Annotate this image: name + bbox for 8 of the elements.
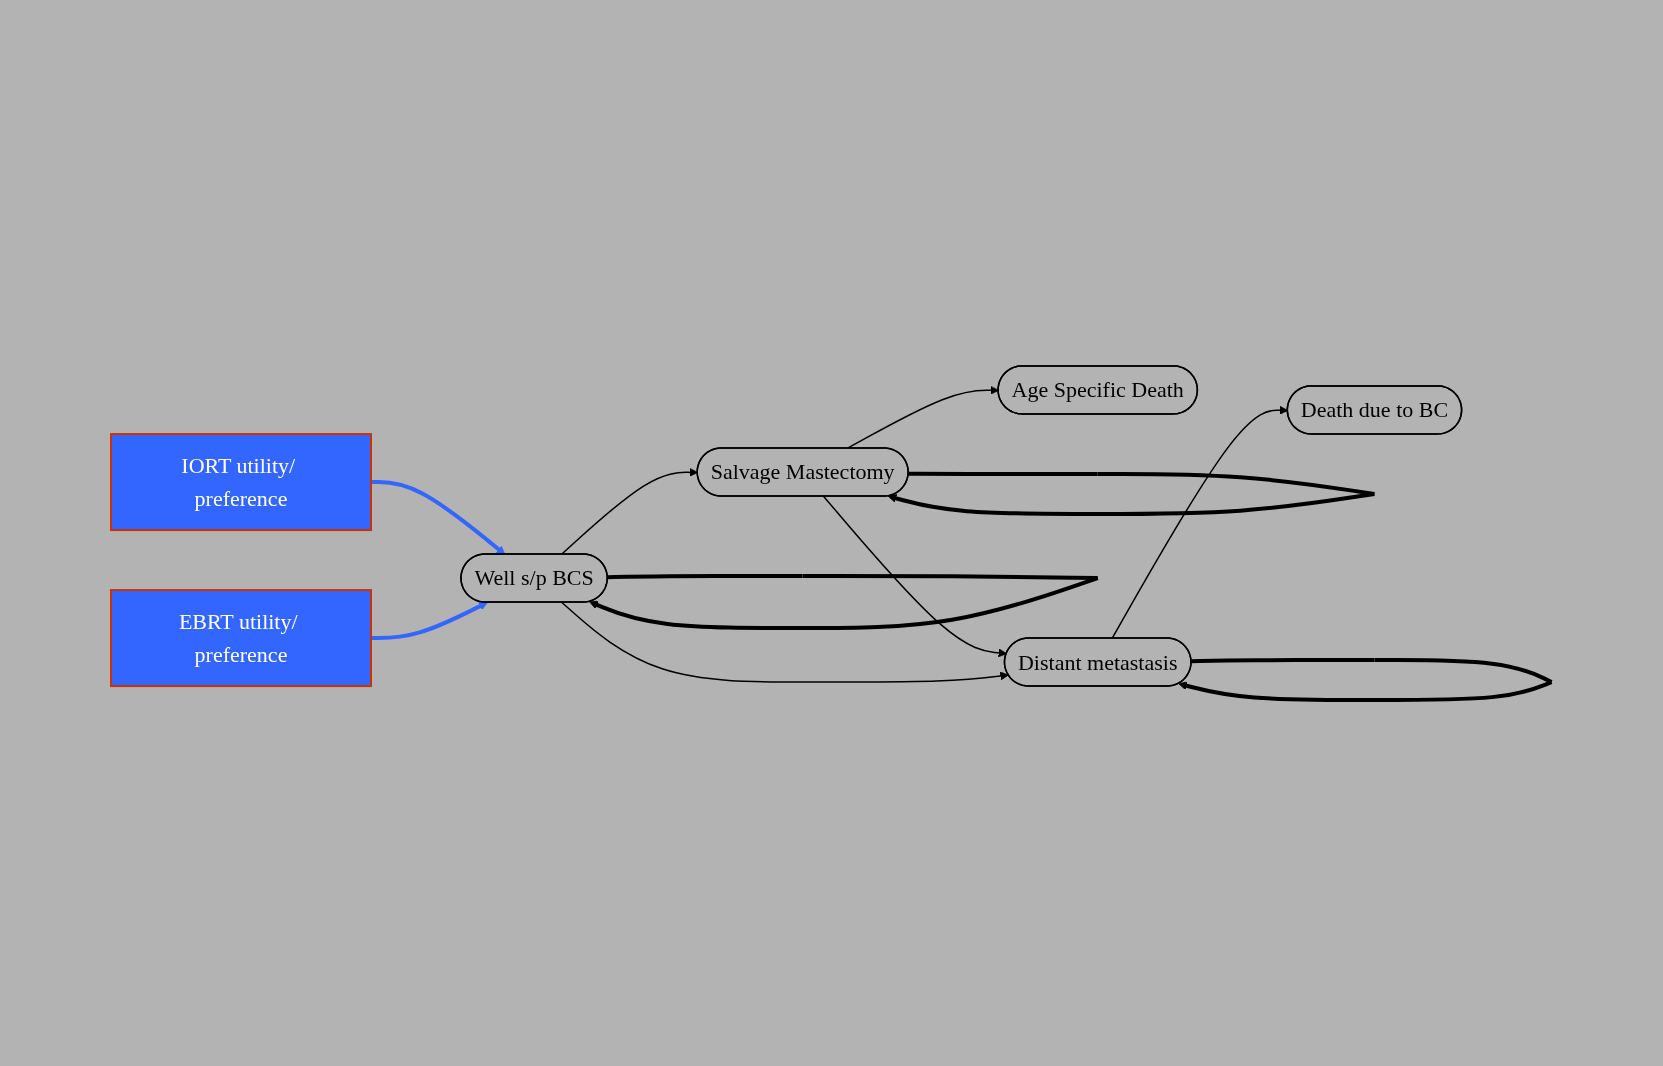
node-box: IORT utility/ preference bbox=[110, 433, 373, 532]
arrow bbox=[1178, 658, 1553, 703]
node-box: EBRT utility/ preference bbox=[110, 589, 373, 688]
arrow bbox=[887, 471, 1375, 516]
arrow bbox=[371, 602, 488, 641]
arrow bbox=[371, 480, 506, 555]
arrow bbox=[561, 601, 1009, 683]
arrow bbox=[589, 574, 1099, 631]
